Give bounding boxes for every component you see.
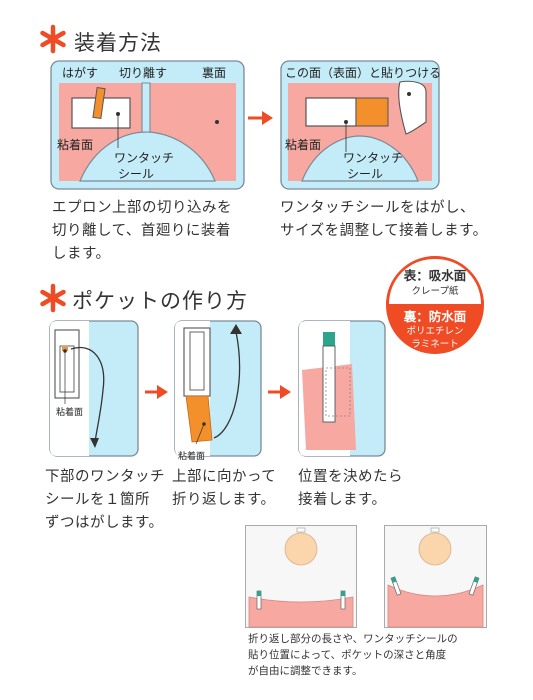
- pocket-example-shallow: [245, 525, 357, 628]
- caption-pocket-1: 下部のワンタッチ シールを１箇所 ずつはがします。: [45, 469, 165, 531]
- label-tape-1a: ワンタッチ: [114, 151, 175, 165]
- material-badge: 表：吸水面 クレープ紙 裏：防水面 ポリエチレン ラミネート: [386, 256, 484, 354]
- badge-front-title: 表：吸水面: [403, 268, 467, 283]
- caption-bottom: 折り返し部分の長さや、ワンタッチシールの 貼り位置によって、ポケットの深さと角度…: [248, 633, 458, 677]
- wearing-diagram-panel-2: [280, 60, 440, 190]
- badge-front-sub: クレープ紙: [411, 286, 459, 297]
- label-adhesive-2: 粘着面: [285, 138, 322, 152]
- caption-pocket-3: 位置を決めたら 接着します。: [298, 469, 403, 508]
- wearing-diagram-panel-1: [50, 60, 245, 190]
- label-cut: 切り離す: [119, 66, 168, 80]
- pocket-example-deep: [384, 525, 487, 628]
- badge-back-sub-2: ラミネート: [411, 339, 459, 350]
- label-tape-1b: シール: [118, 167, 155, 181]
- label-peel: はがす: [62, 66, 99, 80]
- section-heading-wearing: 装着方法: [74, 31, 162, 55]
- badge-back-title: 裏：防水面: [403, 309, 467, 324]
- pocket-diagram-panel-3: [298, 320, 386, 457]
- label-tape-2b: シール: [347, 167, 384, 181]
- label-pocket-adhesive-1: 粘着面: [56, 408, 84, 418]
- pocket-diagram-panel-2: [174, 320, 262, 457]
- pocket-diagram-panel-1: [49, 320, 139, 457]
- caption-pocket-2: 上部に向かって 折り返します。: [172, 469, 277, 508]
- label-back-side: 裏面: [202, 66, 227, 80]
- label-tape-2a: ワンタッチ: [343, 151, 404, 165]
- section-heading-pocket: ポケットの作り方: [72, 289, 248, 313]
- caption-wearing-2: ワンタッチシールをはがし、 サイズを調整して接着します。: [280, 200, 488, 239]
- label-attach-front: この面（表面）と貼りつける: [285, 66, 442, 80]
- caption-wearing-1: エプロン上部の切り込みを 切り離して、首廻りに装着 します。: [52, 200, 232, 262]
- badge-back-sub-1: ポリエチレン: [406, 326, 464, 337]
- label-pocket-adhesive-2: 粘着面: [178, 452, 206, 462]
- label-adhesive-1: 粘着面: [57, 138, 94, 152]
